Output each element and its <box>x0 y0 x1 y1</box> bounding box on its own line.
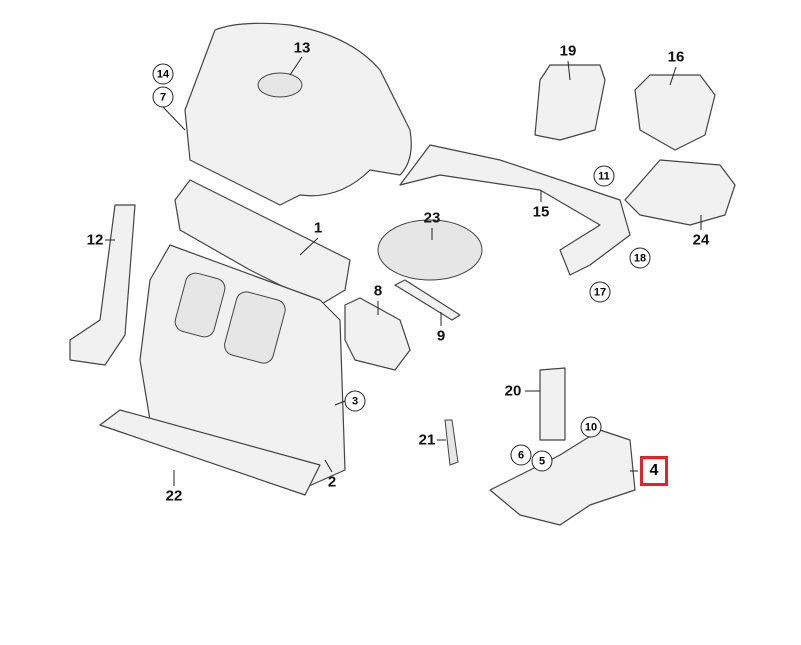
label-5: 5 <box>531 450 553 472</box>
label-15: 15 <box>532 203 550 221</box>
part-20-shape <box>539 367 566 441</box>
label-9: 9 <box>436 327 446 345</box>
part-16-shape <box>634 74 716 151</box>
label-16: 16 <box>667 48 685 66</box>
label-23: 23 <box>423 209 441 227</box>
part-21-shape <box>444 419 459 466</box>
label-19: 19 <box>559 42 577 60</box>
part-12-shape <box>69 204 136 366</box>
label-13: 13 <box>293 39 311 57</box>
part-8-shape <box>344 297 411 371</box>
label-22: 22 <box>165 487 183 505</box>
label-8: 8 <box>373 282 383 300</box>
label-20: 20 <box>504 382 522 400</box>
part-19-shape <box>534 64 606 141</box>
label-1: 1 <box>313 219 323 237</box>
part-13-shape <box>184 22 412 206</box>
label-2: 2 <box>327 473 337 491</box>
part-23-shape <box>377 219 483 281</box>
part-22-shape <box>99 409 321 496</box>
part-15-shape <box>399 144 631 276</box>
label-24: 24 <box>692 231 710 249</box>
label-18: 18 <box>629 247 651 269</box>
logo-emblem <box>257 72 303 98</box>
label-14: 14 <box>152 63 174 85</box>
part-1-shape <box>174 179 351 306</box>
label-21: 21 <box>418 431 436 449</box>
label-10: 10 <box>580 416 602 438</box>
label-17: 17 <box>589 281 611 303</box>
label-12: 12 <box>86 231 104 249</box>
label-7: 7 <box>152 86 174 108</box>
label-4-highlighted: 4 <box>640 456 668 486</box>
label-3: 3 <box>344 390 366 412</box>
part-24-shape <box>624 159 736 226</box>
part-4-shape <box>489 429 636 526</box>
label-11: 11 <box>593 165 615 187</box>
label-6: 6 <box>510 444 532 466</box>
part-9-shape <box>394 279 461 321</box>
